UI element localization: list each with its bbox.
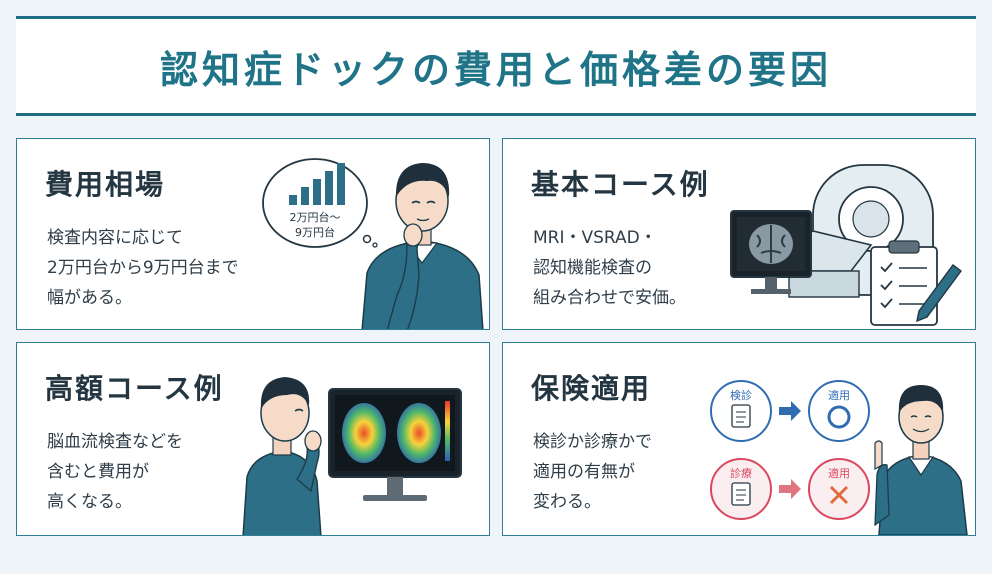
insurance-flow-illustration: 検診 適用 診療 適用 xyxy=(710,380,968,535)
card-description: 検査内容に応じて 2万円台から9万円台まで 幅がある。 xyxy=(47,223,239,313)
flow-label: 適用 xyxy=(828,466,850,480)
arrow-right-icon xyxy=(779,401,801,421)
desc-line: 2万円台から9万円台まで xyxy=(47,258,239,278)
checkup-applicable-row: 検診 適用 xyxy=(710,380,870,442)
card-cost-range: 費用相場 検査内容に応じて 2万円台から9万円台まで 幅がある。 2万円台～ 9… xyxy=(16,138,490,330)
card-heading: 高額コース例 xyxy=(45,372,224,405)
man-figure xyxy=(242,377,322,535)
card-insurance: 保険適用 検診か診療かで 適用の有無が 変わる。 検診 適用 診療 xyxy=(502,342,976,536)
desc-line: 認知機能検査の xyxy=(533,258,652,278)
card-description: 検診か診療かで 適用の有無が 変わる。 xyxy=(533,427,652,517)
mri-scanner-illustration xyxy=(730,164,962,326)
desc-line: 適用の有無が xyxy=(533,462,635,482)
card-premium-course: 高額コース例 脳血流検査などを 含むと費用が 高くなる。 xyxy=(16,342,490,536)
desc-line: 検査内容に応じて xyxy=(47,228,183,248)
card-heading: 保険適用 xyxy=(531,372,652,405)
flow-label: 診療 xyxy=(730,466,752,480)
man-pointing-figure xyxy=(874,385,968,535)
flow-label: 適用 xyxy=(828,388,850,402)
desc-line: 検診か診療かで xyxy=(533,432,652,452)
desc-line: 高くなる。 xyxy=(47,492,132,512)
desc-line: 組み合わせで安価。 xyxy=(533,288,686,308)
clipboard-icon xyxy=(731,404,751,428)
man-figure xyxy=(361,163,484,329)
page-title: 認知症ドックの費用と価格差の要因 xyxy=(159,47,832,92)
arrow-right-icon xyxy=(779,479,801,499)
desc-line: 脳血流検査などを xyxy=(47,432,183,452)
desc-line: 含むと費用が xyxy=(47,462,149,482)
treatment-not-applicable-row: 診療 適用 xyxy=(710,458,870,520)
bubble-text: 2万円台～ xyxy=(290,210,341,224)
brain-perfusion-monitor-icon xyxy=(328,388,462,501)
card-heading: 基本コース例 xyxy=(531,168,710,201)
checklist-clipboard-icon xyxy=(870,240,962,326)
desc-line: MRI・VSRAD・ xyxy=(533,228,657,248)
circle-ok-icon xyxy=(827,405,851,429)
card-heading: 費用相場 xyxy=(45,168,166,201)
card-basic-course: 基本コース例 MRI・VSRAD・ 認知機能検査の 組み合わせで安価。 xyxy=(502,138,976,330)
clipboard-icon xyxy=(731,482,751,506)
flow-label: 検診 xyxy=(730,388,752,402)
card-description: MRI・VSRAD・ 認知機能検査の 組み合わせで安価。 xyxy=(533,223,686,313)
brain-scan-monitor-icon xyxy=(730,210,812,294)
speech-bubble: 2万円台～ 9万円台 xyxy=(262,158,378,248)
man-viewing-brain-scan-illustration xyxy=(242,377,462,535)
bar-chart-icon xyxy=(289,163,345,205)
title-banner: 認知症ドックの費用と価格差の要因 xyxy=(16,16,976,116)
thinking-man-illustration: 2万円台～ 9万円台 xyxy=(262,158,484,329)
cross-ng-icon xyxy=(829,485,849,505)
bubble-text: 9万円台 xyxy=(295,225,335,239)
desc-line: 変わる。 xyxy=(533,492,601,512)
desc-line: 幅がある。 xyxy=(47,288,132,308)
card-description: 脳血流検査などを 含むと費用が 高くなる。 xyxy=(47,427,183,517)
